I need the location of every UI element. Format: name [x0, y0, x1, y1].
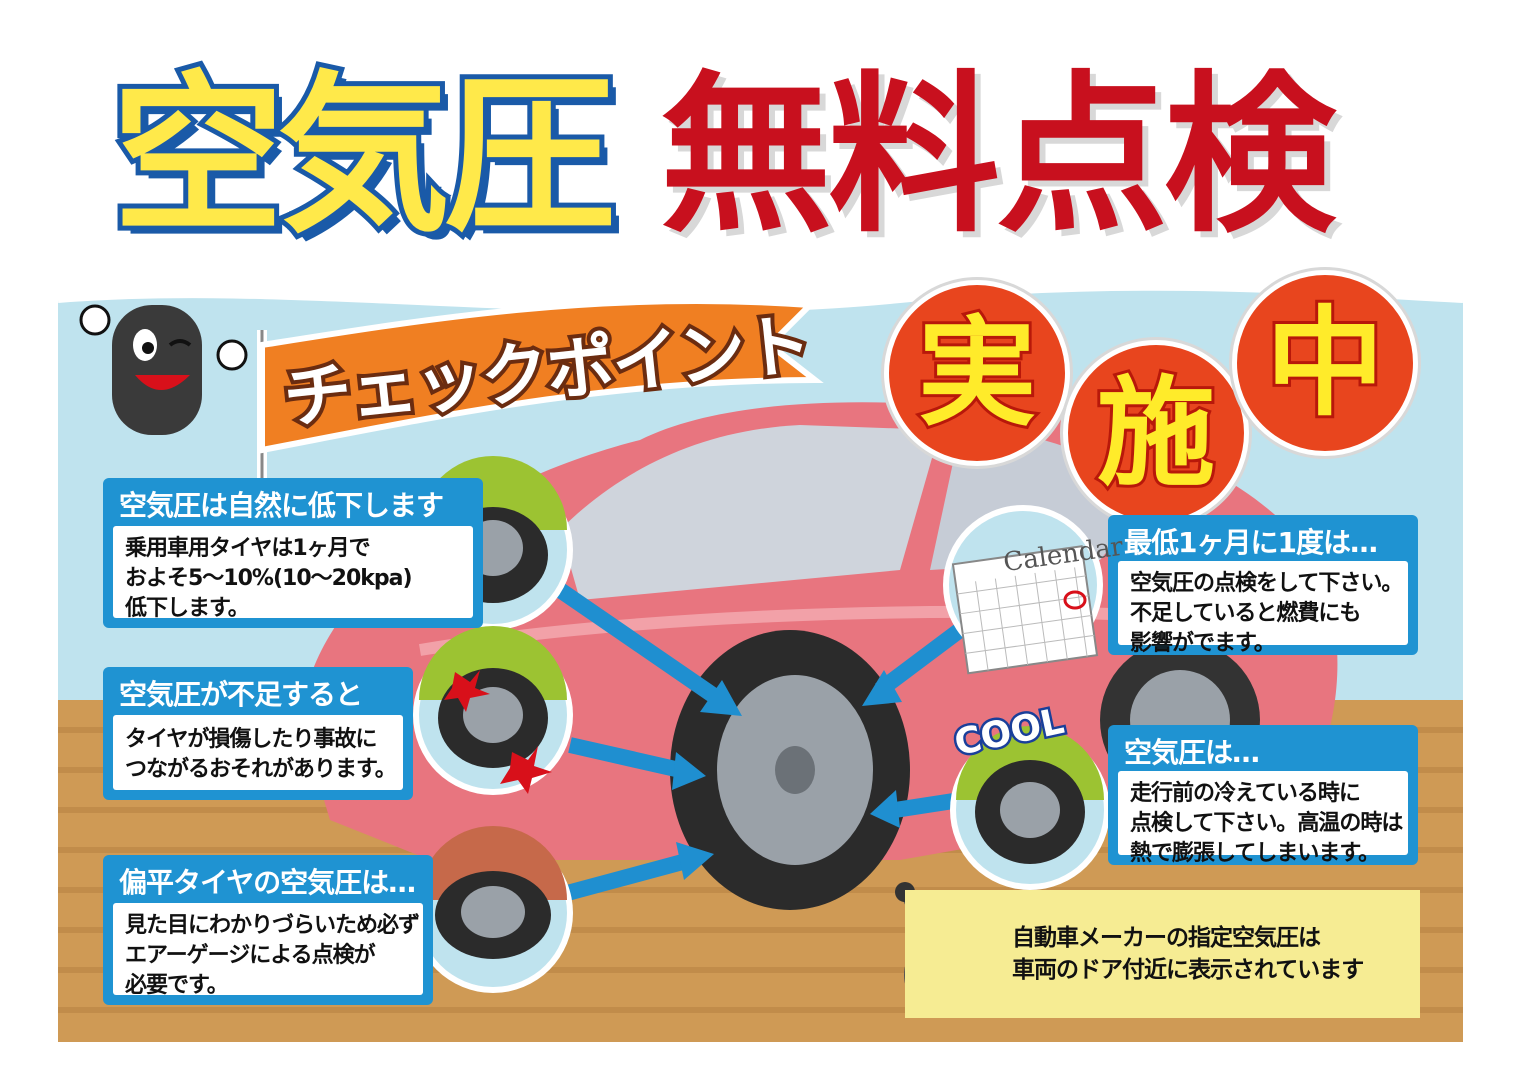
panel-body-text: タイヤが損傷したり事故に つながるおそれがあります。 — [125, 727, 397, 782]
panel-flat-tire: 偏平タイヤの空気圧は… 見た目にわかりづらいため必ず エアーゲージによる点検が … — [103, 855, 433, 1005]
panel-body-text: 走行前の冷えている時に 点検して下さい。高温の時は 熱で膨張してしまいます。 — [1130, 781, 1403, 866]
badge-3: 中 — [1232, 270, 1418, 456]
panel-body-text: 乗用車用タイヤは1ヶ月で およそ5〜10%(10〜20kpa) 低下します。 — [125, 536, 413, 621]
panel-insufficient-pressure: 空気圧が不足すると タイヤが損傷したり事故に つながるおそれがあります。 — [103, 667, 413, 800]
note-text: 自動車メーカーの指定空気圧は 車両のドア付近に表示されています — [1012, 925, 1364, 983]
panel-title: 最低1ヶ月に1度は… — [1124, 526, 1378, 559]
panel-body-text: 見た目にわかりづらいため必ず エアーゲージによる点検が 必要です。 — [125, 913, 420, 998]
panel-title: 空気圧は… — [1124, 736, 1260, 769]
panel-title: 空気圧が不足すると — [119, 678, 363, 711]
panel-natural-decrease: 空気圧は自然に低下します 乗用車用タイヤは1ヶ月で およそ5〜10%(10〜20… — [103, 478, 483, 628]
note-box — [905, 890, 1420, 1018]
panel-title: 偏平タイヤの空気圧は… — [119, 866, 416, 899]
panel-body-text: 空気圧の点検をして下さい。 不足していると燃費にも 影響がでます。 — [1130, 571, 1403, 656]
panel-title: 空気圧は自然に低下します — [119, 489, 444, 522]
badge-1: 実 — [884, 280, 1070, 466]
headline-air-pressure: 空気圧 — [107, 55, 621, 256]
headline-free-inspection: 無料点検 — [655, 55, 1341, 256]
panel-monthly-check: 最低1ヶ月に1度は… 空気圧の点検をして下さい。 不足していると燃費にも 影響が… — [1108, 515, 1418, 656]
badge-2: 施 — [1063, 340, 1249, 526]
panel-cold-check: 空気圧は… 走行前の冷えている時に 点検して下さい。高温の時は 熱で膨張してしま… — [1108, 725, 1418, 866]
